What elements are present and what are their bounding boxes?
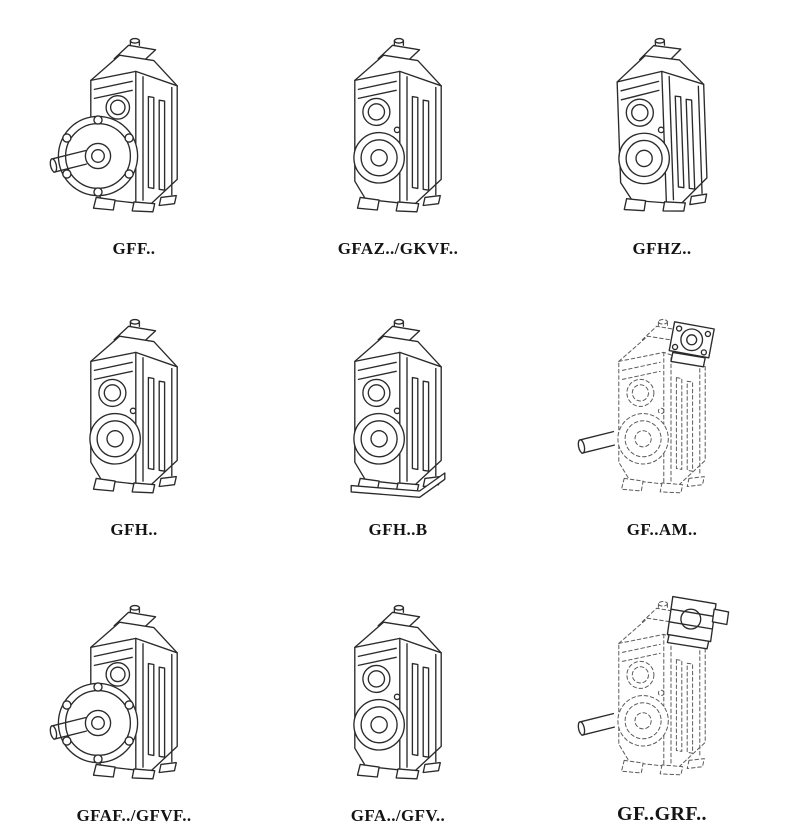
model-cell-gfhz: GFHZ.. — [570, 18, 754, 267]
model-cell-gf-grf: GF..GRF.. — [570, 579, 754, 833]
model-cell-gfa-gfv: GFA../GFV.. — [306, 579, 490, 833]
gearbox-drawing-gfa-gfv — [308, 588, 488, 804]
model-label-gfaf-gfvf: GFAF../GFVF.. — [76, 805, 192, 825]
model-label-gfh-b: GFH..B — [368, 519, 428, 539]
model-label-gfaz-gkvf: GFAZ../GKVF.. — [337, 239, 459, 258]
model-label-gf-am: GF..AM.. — [626, 519, 698, 539]
gearbox-drawing-gfh — [44, 302, 224, 518]
gearbox-drawing-gfhz — [572, 21, 752, 237]
model-cell-gff: GFF.. — [42, 18, 226, 267]
model-label-gfhz: GFHZ.. — [632, 239, 692, 258]
gearbox-catalog-grid: GFF.. GFAZ../GKVF.. GFHZ.. GFHF.. GFH.. … — [42, 18, 754, 826]
model-cell-gfaz-gkvf: GFAZ../GKVF.. — [306, 18, 490, 267]
gearbox-drawing-gfaf-gfvf — [44, 588, 224, 804]
model-label-gfh: GFH.. — [110, 519, 158, 539]
model-label-gf-grf: GF..GRF.. — [617, 803, 707, 826]
gearbox-drawing-gff — [44, 21, 224, 237]
gearbox-drawing-gf-grf — [576, 596, 730, 800]
gearbox-drawing-gf-am — [576, 302, 715, 518]
gearbox-drawing-gfaz-gkvf — [308, 21, 488, 237]
model-cell-gf-am: GF..AM.. — [570, 299, 754, 548]
gearbox-drawing-gfh-b — [308, 302, 488, 518]
model-cell-gfh-b: GFH..B — [306, 299, 490, 548]
model-cell-gfh: GFH.. — [42, 299, 226, 548]
model-cell-gfaf-gfvf: GFAF../GFVF.. — [42, 579, 226, 833]
model-label-gff: GFF.. — [112, 239, 156, 258]
model-label-gfa-gfv: GFA../GFV.. — [350, 805, 446, 825]
